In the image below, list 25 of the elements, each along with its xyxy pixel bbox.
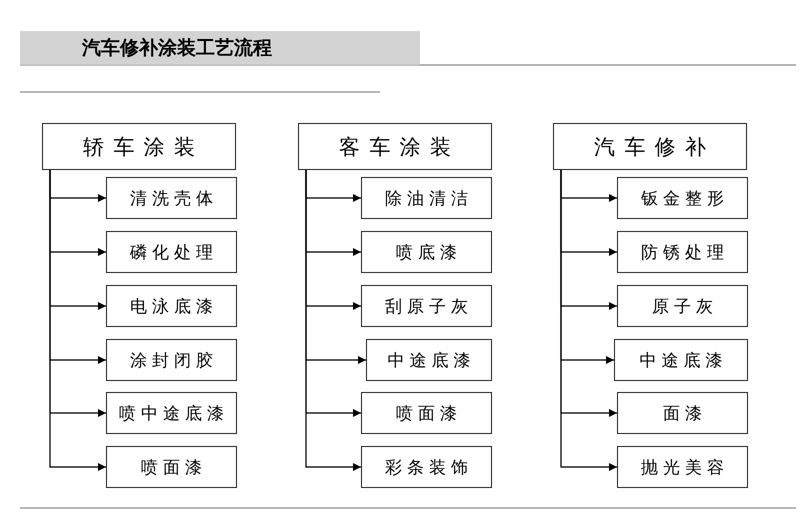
process-box: 中途底漆 bbox=[614, 339, 748, 381]
process-box: 喷底漆 bbox=[361, 231, 492, 273]
process-box: 涂封闭胶 bbox=[106, 339, 237, 381]
process-box: 喷中途底漆 bbox=[106, 392, 237, 434]
category-box: 轿车涂装 bbox=[42, 123, 236, 170]
process-box: 钣金整形 bbox=[617, 177, 748, 219]
process-box: 面漆 bbox=[617, 392, 748, 434]
category-box: 汽车修补 bbox=[553, 123, 747, 170]
process-box: 刮原子灰 bbox=[361, 285, 492, 327]
diagram-title: 汽车修补涂装工艺流程 bbox=[82, 36, 272, 61]
process-box: 原子灰 bbox=[617, 285, 748, 327]
process-box: 中途底漆 bbox=[366, 339, 492, 381]
arrow bbox=[49, 170, 106, 471]
process-box: 磷化处理 bbox=[106, 231, 237, 273]
process-box: 喷面漆 bbox=[361, 392, 492, 434]
category-box: 客车涂装 bbox=[298, 123, 492, 170]
arrow bbox=[305, 170, 361, 471]
arrow bbox=[560, 170, 617, 471]
process-box: 防锈处理 bbox=[617, 231, 748, 273]
process-box: 电泳底漆 bbox=[106, 285, 237, 327]
process-box: 喷面漆 bbox=[106, 446, 237, 488]
process-box: 清洗壳体 bbox=[106, 177, 237, 219]
process-box: 彩条装饰 bbox=[361, 446, 492, 488]
process-box: 除油清洁 bbox=[361, 177, 492, 219]
process-box: 抛光美容 bbox=[617, 446, 748, 488]
